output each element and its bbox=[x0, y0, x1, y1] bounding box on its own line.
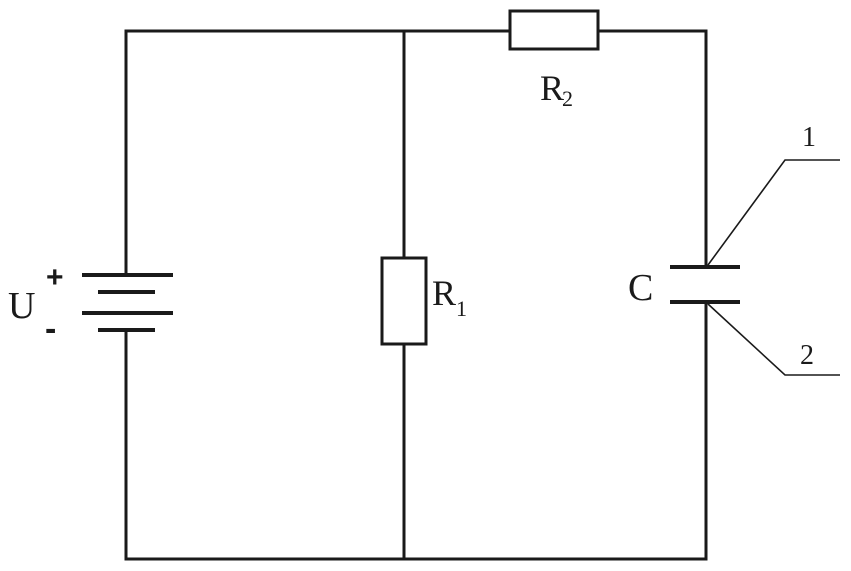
circuit-wires bbox=[124, 29, 708, 561]
capacitor-symbol bbox=[670, 265, 740, 304]
leader-line-2 bbox=[707, 303, 840, 376]
callout-label-2: 2 bbox=[800, 340, 814, 371]
plus-sign: + bbox=[46, 261, 64, 294]
callout-leaders bbox=[707, 159, 840, 376]
resistor-r2-subscript: 2 bbox=[562, 86, 573, 111]
capacitor-label: C bbox=[628, 267, 653, 309]
battery-symbol bbox=[82, 273, 173, 332]
resistor-r2-label: R bbox=[540, 68, 564, 108]
resistor-r2 bbox=[508, 9, 600, 51]
resistor-r1-subscript: 1 bbox=[456, 296, 467, 321]
leader-line-1 bbox=[707, 159, 840, 266]
resistor-r1-label: R bbox=[432, 273, 456, 313]
callout-label-1: 1 bbox=[802, 122, 816, 153]
minus-sign: - bbox=[45, 310, 56, 348]
resistor-r1 bbox=[380, 256, 428, 346]
source-label: U bbox=[8, 285, 35, 327]
